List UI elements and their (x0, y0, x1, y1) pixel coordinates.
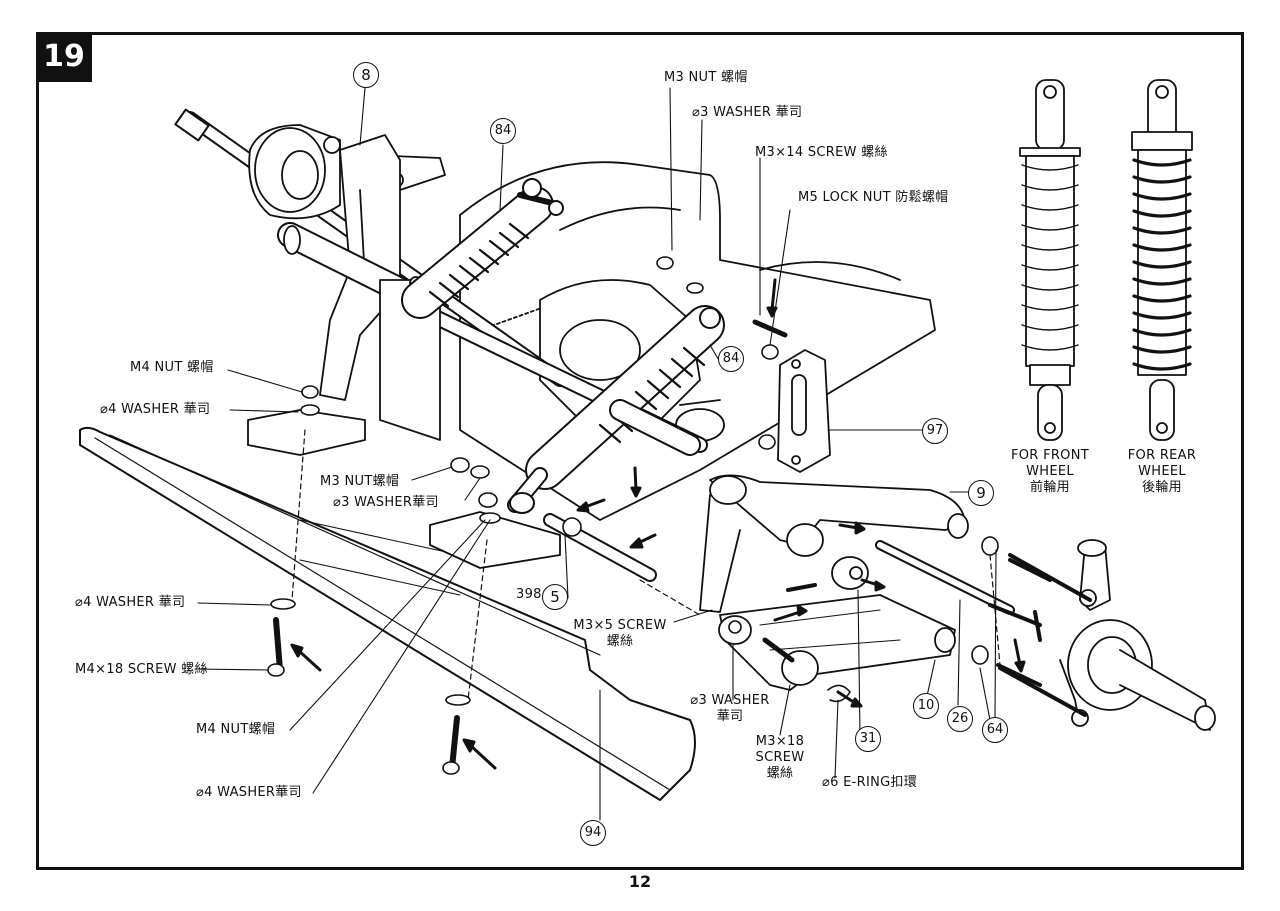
label-m3-nut-mid: M3 NUT螺帽 (320, 474, 400, 489)
front-shaft (543, 399, 1015, 615)
caption-front-line1: FOR FRONT (1011, 448, 1089, 463)
right-hub (1059, 539, 1216, 731)
caption-rear-shock: FOR REAR WHEEL 後輪用 (1112, 448, 1212, 496)
callout-part-64: 64 (982, 717, 1008, 743)
label-e-ring: ⌀6 E-RING扣環 (822, 775, 918, 790)
callout-part-26: 26 (947, 706, 973, 732)
label-washer3-mid: ⌀3 WASHER華司 (333, 495, 439, 510)
caption-front-line2: WHEEL (1026, 464, 1074, 479)
label-m4-nut-left: M4 NUT 螺帽 (130, 360, 214, 375)
callout-part-10: 10 (913, 693, 939, 719)
bumper-94 (79, 426, 696, 801)
alignment-lines (291, 429, 1001, 701)
caption-front-shock: FOR FRONT WHEEL 前輪用 (1000, 448, 1100, 496)
caption-rear-line1: FOR REAR (1127, 448, 1197, 463)
label-washer3-bottom-line2: 華司 (716, 709, 744, 724)
bracket-97 (777, 349, 831, 473)
callout-part-8: 8 (353, 62, 379, 88)
shock-upper (401, 178, 564, 319)
callout-part-9: 9 (968, 480, 994, 506)
caption-rear-line2: WHEEL (1138, 464, 1186, 479)
upper-a-arm-9 (699, 474, 969, 613)
label-m3x5-screw-line2: 螺絲 (606, 634, 634, 649)
bumper-mounts (247, 409, 561, 569)
label-m3x5-screw: M3×5 SCREW 螺絲 (565, 618, 675, 650)
label-m4-nut-lower: M4 NUT螺帽 (196, 722, 276, 737)
step-number-badge: 19 (36, 32, 92, 82)
label-m3x5-screw-line1: M3×5 SCREW (573, 618, 667, 633)
caption-front-line3: 前輪用 (1030, 480, 1070, 495)
label-m3x14-screw: M3×14 SCREW 螺絲 (755, 145, 888, 160)
page-frame (36, 32, 1244, 870)
cross-tube (277, 222, 441, 441)
pivot-collar (831, 556, 869, 590)
label-washer3-bottom-line1: ⌀3 WASHER (690, 693, 770, 708)
label-washer3-bottom: ⌀3 WASHER 華司 (680, 693, 780, 725)
lower-a-arm-10 (718, 594, 956, 691)
label-m3x18-screw: M3×18 SCREW 螺絲 (740, 734, 820, 782)
label-washer4-lower: ⌀4 WASHER 華司 (75, 595, 186, 610)
shock-front-illustration (1019, 79, 1081, 441)
label-m3-nut-top: M3 NUT 螺帽 (664, 70, 748, 85)
callout-part-84-mid: 84 (718, 346, 744, 372)
label-m3x18-line3: 螺絲 (766, 766, 794, 781)
label-m4x18-screw: M4×18 SCREW 螺絲 (75, 662, 208, 677)
shock-rear-illustration (1131, 79, 1193, 441)
callout-part-5: 5 (542, 584, 568, 610)
callout-part-84-top: 84 (490, 118, 516, 144)
assembly-arrows (290, 278, 1026, 770)
caption-rear-line3: 後輪用 (1142, 480, 1182, 495)
label-m3x18-line1: M3×18 (755, 734, 805, 749)
callout-part-94: 94 (580, 820, 606, 846)
callout-part-31: 31 (855, 726, 881, 752)
label-m3x18-line2: SCREW (755, 750, 805, 765)
tie-rods (988, 553, 1092, 717)
callout-part-97: 97 (922, 418, 948, 444)
label-washer4-left: ⌀4 WASHER 華司 (100, 402, 211, 417)
page-number: 12 (628, 872, 652, 891)
label-washer3-top: ⌀3 WASHER 華司 (692, 105, 803, 120)
label-m5-lock-nut: M5 LOCK NUT 防鬆螺帽 (798, 190, 949, 205)
label-part-398: 398 (516, 587, 542, 602)
label-washer4-bottom: ⌀4 WASHER華司 (196, 785, 302, 800)
